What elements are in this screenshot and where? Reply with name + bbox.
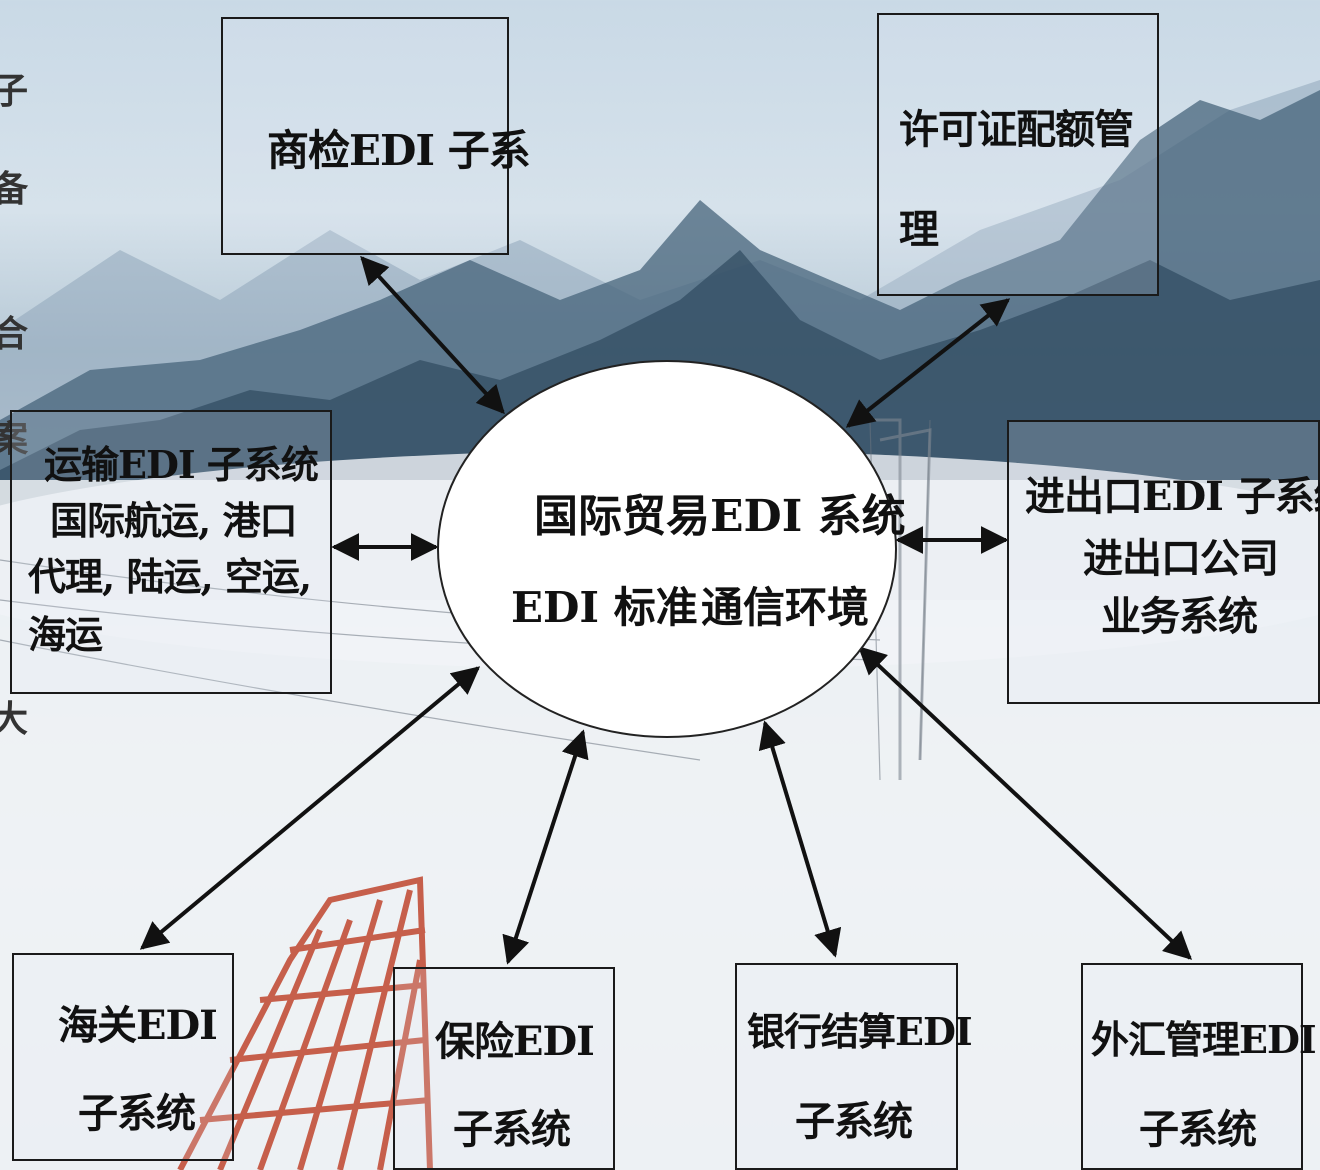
edge-char: 合 [0, 313, 29, 355]
box-label: 许可证配额管 [899, 106, 1134, 153]
edge-char: 子 [0, 70, 29, 112]
box-license-quota: 许可证配额管 理 [877, 13, 1159, 296]
arrow-customs [139, 666, 481, 950]
box-label: 国际航运, 港口 [50, 498, 297, 543]
box-label: 银行结算EDI [747, 1009, 973, 1054]
box-commodity-inspection: 商检EDI 子系 [221, 17, 531, 255]
box-label: 商检EDI 子系 [267, 126, 531, 175]
box-label: 子系统 [78, 1090, 196, 1137]
edge-char: 案 [0, 418, 29, 460]
box-transport: 运输EDI 子系统 国际航运, 港口 代理, 陆运, 空运, 海运 [10, 410, 332, 694]
box-insurance: 保险EDI 子系统 [393, 967, 615, 1170]
box-label: 运输EDI 子系统 [44, 442, 319, 487]
box-label: 子系统 [453, 1106, 571, 1153]
hub-edi-system: 国际贸易EDI 系统 EDI 标准 通信环境 [437, 360, 906, 738]
box-label: 子系统 [1139, 1106, 1257, 1153]
box-label: 代理, 陆运, 空运, [28, 554, 312, 599]
box-label: 子系统 [795, 1098, 913, 1145]
edge-char: 备 [0, 168, 29, 210]
box-forex-management: 外汇管理EDI 子系统 [1081, 963, 1317, 1170]
box-import-export: 进出口EDI 子系统 进出口公司 业务系统 [1007, 420, 1320, 704]
hub-network: 通信环境 [701, 583, 870, 632]
hub-title: 国际贸易EDI 系统 [534, 491, 906, 542]
box-label: 保险EDI [435, 1018, 595, 1065]
arrow-bank [758, 720, 842, 958]
hub-standard: EDI 标准 [511, 583, 698, 632]
arrow-commodity [360, 255, 505, 415]
box-label: 进出口公司 [1083, 535, 1279, 582]
edge-char: 大 [0, 698, 29, 740]
box-label: 外汇管理EDI [1091, 1017, 1317, 1062]
box-label: 进出口EDI 子系统 [1025, 473, 1320, 520]
arrow-insurance [502, 729, 589, 965]
box-label: 海运 [28, 612, 103, 657]
arrow-license [845, 298, 1011, 428]
box-label: 理 [899, 206, 939, 253]
arrow-forex [857, 646, 1193, 960]
box-label: 业务系统 [1101, 593, 1258, 640]
box-bank-settlement: 银行结算EDI 子系统 [735, 963, 973, 1170]
box-label: 海关EDI [58, 1002, 218, 1049]
box-customs: 海关EDI 子系统 [12, 953, 234, 1161]
